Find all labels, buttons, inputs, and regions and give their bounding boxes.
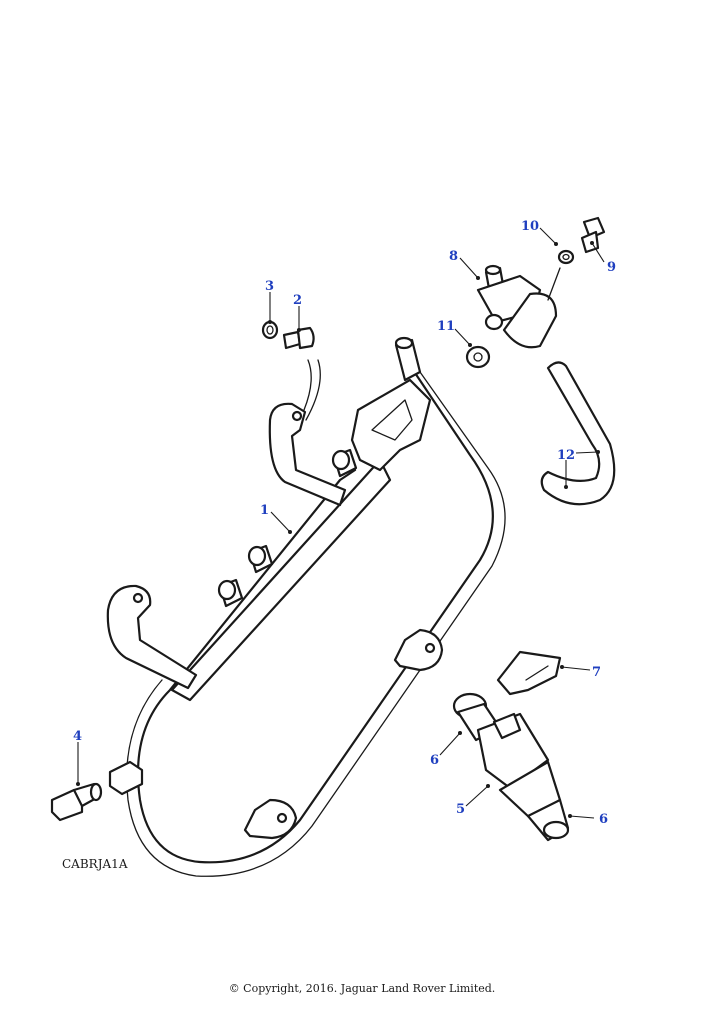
callout-10: 10 <box>521 219 539 234</box>
diagram-reference-code: CABRJA1A <box>62 857 128 871</box>
callout-3: 3 <box>265 279 274 294</box>
injector-cup <box>331 448 358 478</box>
callout-6-upper: 6 <box>430 753 439 768</box>
bolt-2 <box>282 326 321 421</box>
pressure-regulator-8 <box>476 264 558 349</box>
callout-4: 4 <box>73 729 82 744</box>
hose-12 <box>540 361 616 506</box>
leader-lines <box>76 227 605 819</box>
copyright-notice: © Copyright, 2016. Jaguar Land Rover Lim… <box>228 982 496 995</box>
injector-5 <box>452 692 570 842</box>
callout-6-lower: 6 <box>599 812 608 827</box>
sensor-4 <box>50 782 103 822</box>
callout-12: 12 <box>557 448 575 463</box>
callout-11: 11 <box>437 319 455 334</box>
callout-1: 1 <box>260 503 269 518</box>
injector-cup <box>247 544 274 574</box>
washer-3 <box>261 320 279 340</box>
bolt-9 <box>580 216 606 254</box>
callout-9: 9 <box>607 260 616 275</box>
washer-10 <box>557 249 575 265</box>
clip-7 <box>496 650 562 696</box>
injector-cup <box>217 578 244 608</box>
callout-2: 2 <box>293 293 302 308</box>
fuel-rail <box>106 336 506 877</box>
nut-11 <box>465 345 491 369</box>
callout-5: 5 <box>456 802 465 817</box>
callout-8: 8 <box>449 249 458 264</box>
callout-7: 7 <box>592 665 601 680</box>
